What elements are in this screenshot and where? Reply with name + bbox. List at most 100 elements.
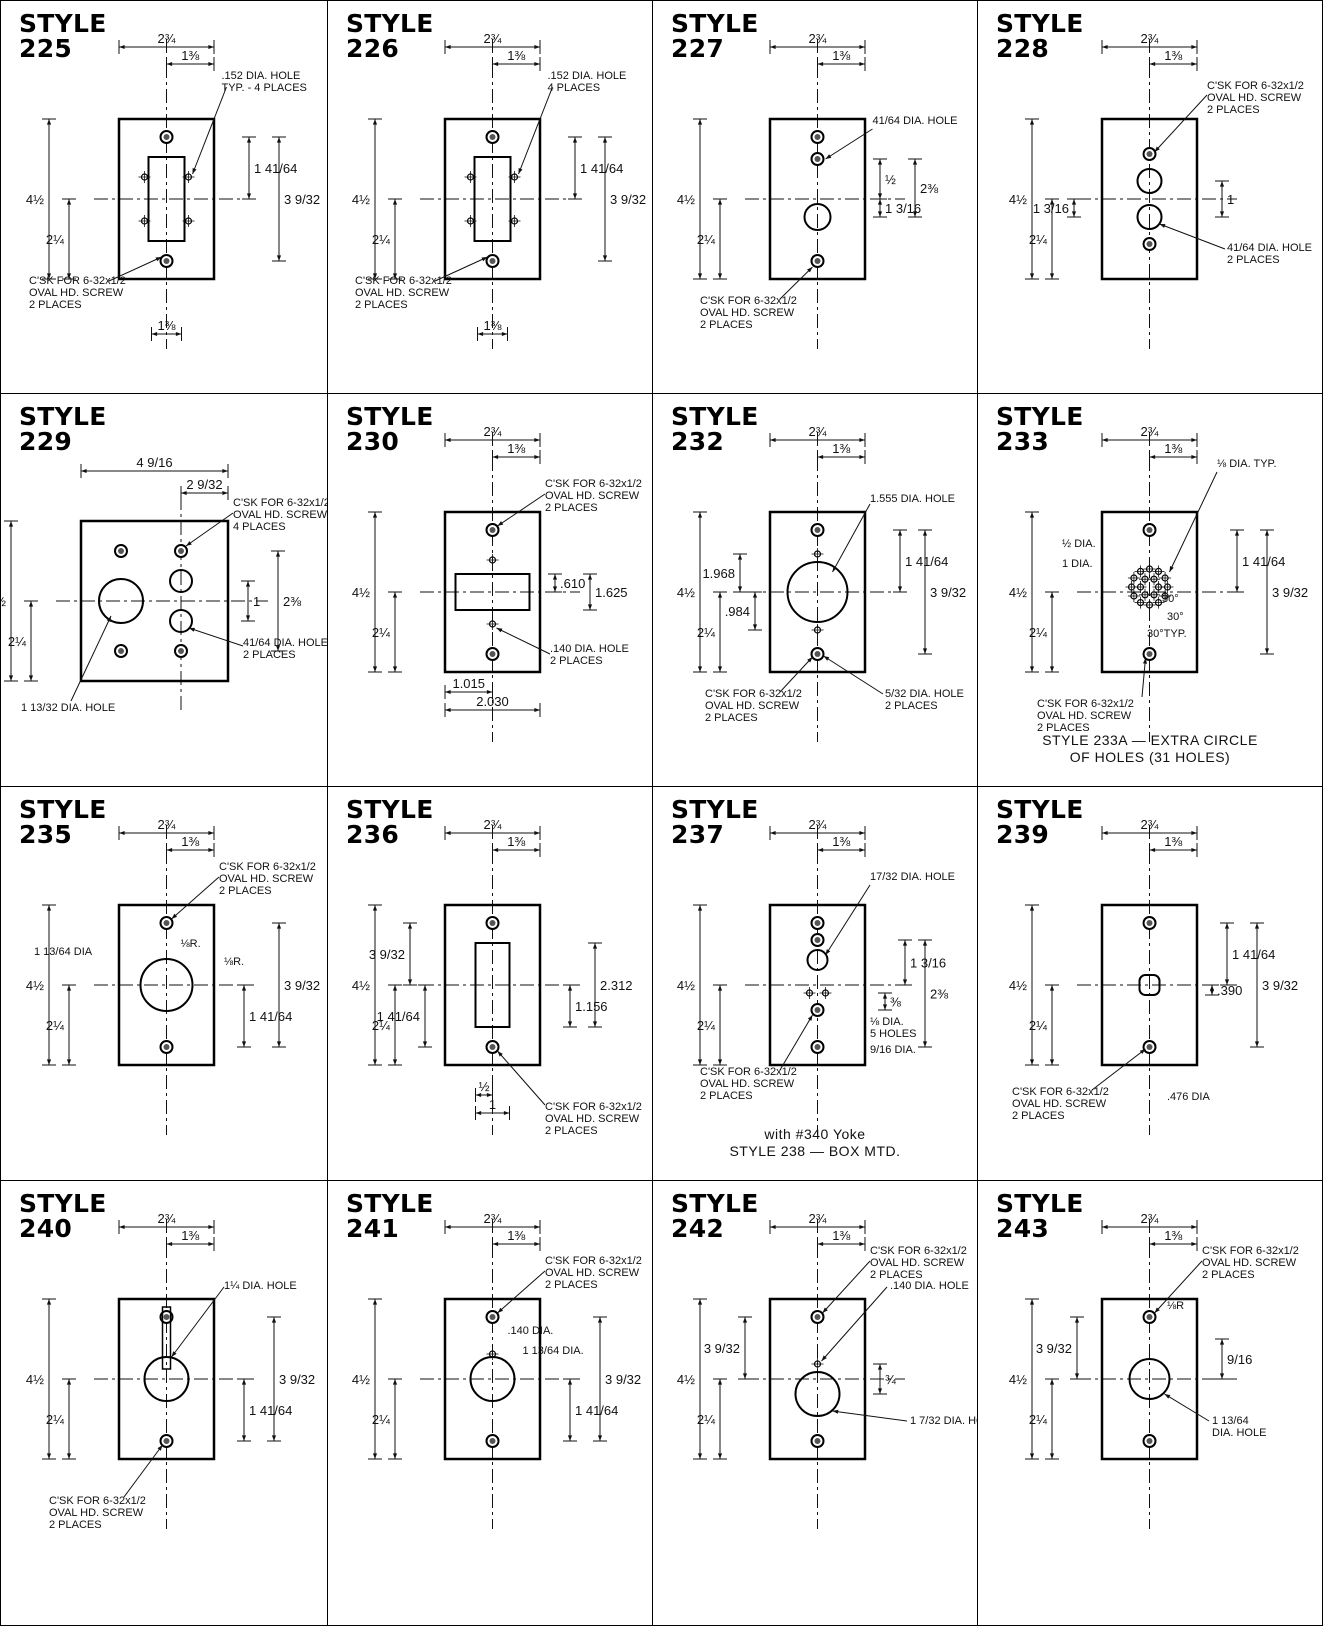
dimension-vertical: 2¼	[1029, 984, 1059, 1066]
dimension-horizontal: 2¾	[444, 1211, 541, 1234]
dimension-label: 2¼	[697, 1018, 715, 1033]
svg-text:OVAL HD. SCREW: OVAL HD. SCREW	[29, 287, 124, 299]
svg-text:1.555 DIA. HOLE: 1.555 DIA. HOLE	[870, 493, 955, 505]
dimension-label: 1⅜	[832, 441, 850, 456]
leader-line	[496, 627, 551, 655]
screw-hole	[1142, 1040, 1157, 1054]
dimension-label: 1	[253, 594, 260, 609]
dimension-label: 4½	[677, 1372, 695, 1387]
svg-text:2 PLACES: 2 PLACES	[355, 299, 408, 311]
style-number: 232	[671, 427, 725, 456]
plate-outline	[1100, 510, 1199, 674]
dimension-label: 2¼	[697, 232, 715, 247]
svg-text:2 PLACES: 2 PLACES	[700, 1090, 753, 1102]
dimension-horizontal: 1⅜	[492, 1228, 541, 1251]
dimension-vertical: 2¼	[1029, 1378, 1059, 1460]
callout-note: 1 DIA.	[1062, 558, 1093, 570]
svg-text:41/64 DIA. HOLE: 41/64 DIA. HOLE	[1227, 242, 1312, 254]
dimension-label: .610	[560, 576, 585, 591]
caption-line: OF HOLES (31 HOLES)	[1069, 749, 1231, 765]
leader-line	[779, 656, 813, 693]
dimension-horizontal: 1.015	[444, 676, 493, 699]
screw-hole	[810, 152, 825, 166]
svg-text:2 PLACES: 2 PLACES	[550, 655, 603, 667]
svg-text:OVAL HD. SCREW: OVAL HD. SCREW	[1207, 92, 1302, 104]
style-number: 226	[346, 34, 400, 63]
leader-line	[832, 1410, 908, 1422]
small-hole	[811, 548, 824, 560]
dimension-label: 2¾	[808, 424, 826, 439]
svg-text:OVAL HD. SCREW: OVAL HD. SCREW	[219, 873, 314, 885]
svg-text:OVAL HD. SCREW: OVAL HD. SCREW	[700, 307, 795, 319]
dimension-label: 4½	[26, 978, 44, 993]
screw-hole	[485, 130, 500, 144]
svg-text:2 PLACES: 2 PLACES	[1207, 104, 1260, 116]
leader-line	[497, 1270, 546, 1314]
caption-line: with #340 Yoke	[764, 1126, 866, 1142]
screw-hole	[114, 544, 128, 558]
dimension-horizontal: 2¾	[444, 31, 541, 54]
dimension-vertical: 1 41/64	[1230, 529, 1285, 593]
svg-text:.476 DIA: .476 DIA	[1167, 1091, 1210, 1103]
svg-text:C'SK FOR 6-32x1/2: C'SK FOR 6-32x1/2	[233, 497, 328, 509]
dimension-label: 4½	[26, 1372, 44, 1387]
dimension-vertical: 3 9/32	[593, 1316, 641, 1442]
dimension-horizontal: 1⅜	[817, 441, 866, 464]
dimension-label: 2¼	[8, 634, 26, 649]
dimension-label: 4½	[1009, 192, 1027, 207]
callout-note: ⅛R	[1167, 1300, 1184, 1312]
small-hole	[486, 618, 499, 630]
dimension-label: 4 9/16	[136, 455, 172, 470]
dimension-vertical: .984	[725, 591, 762, 631]
style-label: STYLE	[346, 795, 434, 824]
leader-line	[823, 655, 884, 695]
dimension-label: 1 3/16	[1033, 201, 1069, 216]
svg-text:30°: 30°	[1167, 611, 1184, 623]
dimension-label: 3 9/32	[610, 192, 646, 207]
dimension-label: 1.156	[575, 999, 608, 1014]
screw-hole	[485, 647, 500, 661]
style-number: 227	[671, 34, 725, 63]
plate-outline	[768, 117, 867, 281]
dimension-label: 2¾	[1140, 424, 1158, 439]
dimension-horizontal: 2¾	[118, 31, 215, 54]
style-number: 229	[19, 427, 73, 456]
dimension-vertical: 4½	[352, 904, 382, 1066]
dimension-vertical: 1 41/64	[893, 529, 948, 593]
screw-hole	[1142, 647, 1157, 661]
screw-hole	[1142, 916, 1157, 930]
dimension-label: 1⅜	[1164, 441, 1182, 456]
svg-text:1 13/64 DIA: 1 13/64 DIA	[34, 946, 93, 958]
dimension-vertical: 3 9/32	[369, 922, 417, 986]
dimension-vertical: 2⅜	[908, 158, 938, 218]
screw-hole	[485, 916, 500, 930]
svg-text:2 PLACES: 2 PLACES	[29, 299, 82, 311]
screw-hole	[159, 254, 174, 268]
dimension-vertical: 3 9/32	[267, 1316, 315, 1442]
dimension-label: 2.030	[476, 694, 509, 709]
screw-hole	[174, 544, 188, 558]
dimension-label: 1 41/64	[377, 1009, 420, 1024]
screw-hole	[159, 1434, 174, 1448]
hole	[1136, 204, 1163, 230]
leader-line	[108, 256, 162, 282]
rect-cutout	[147, 156, 186, 242]
dimension-vertical: 4½	[1009, 511, 1039, 673]
dimension-vertical: 1	[241, 580, 260, 622]
screw-hole	[810, 916, 825, 930]
dimension-vertical: 4½	[1, 520, 18, 682]
svg-text:C'SK FOR 6-32x1/2: C'SK FOR 6-32x1/2	[700, 1066, 797, 1078]
dimension-vertical: 4½	[352, 511, 382, 673]
dimension-vertical: 2¼	[697, 198, 727, 280]
callout-note: .140 DIA.	[508, 1325, 554, 1337]
